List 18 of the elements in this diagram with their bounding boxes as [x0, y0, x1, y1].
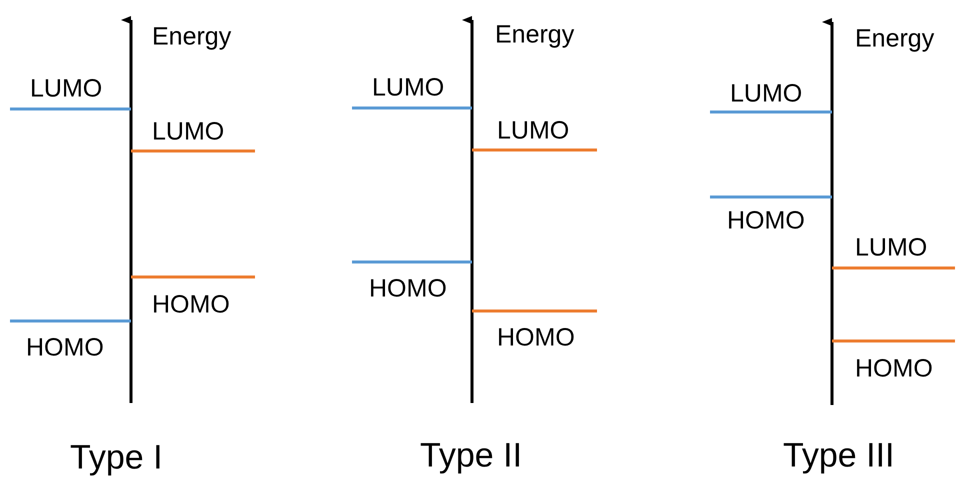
energy-level-label: LUMO: [372, 74, 444, 102]
panel-title: Type II: [420, 437, 522, 475]
axis-label: Energy: [855, 25, 934, 53]
energy-level-label: LUMO: [855, 234, 928, 262]
energy-level-label: LUMO: [730, 80, 802, 108]
energy-level-label: HOMO: [152, 291, 230, 319]
energy-level-label: HOMO: [369, 275, 447, 303]
axis-label: Energy: [495, 21, 574, 49]
axis-label: Energy: [152, 23, 232, 51]
energy-level-label: HOMO: [497, 324, 575, 352]
panel-title: Type I: [70, 439, 163, 477]
energy-level-label: LUMO: [152, 118, 224, 146]
energy-level-label: LUMO: [30, 75, 102, 103]
energy-level-label: LUMO: [497, 117, 570, 145]
panel-title: Type III: [783, 437, 894, 475]
energy-level-label: HOMO: [855, 355, 933, 383]
energy-level-label: HOMO: [727, 207, 805, 235]
energy-level-label: HOMO: [26, 334, 104, 362]
